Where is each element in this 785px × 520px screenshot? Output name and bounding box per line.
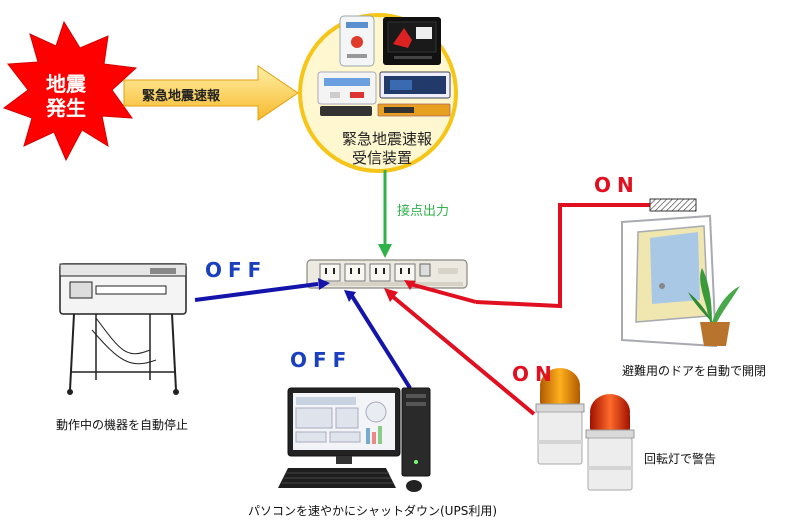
caption-pc: パソコンを速やかにシャットダウン(UPS利用) bbox=[248, 504, 498, 518]
connection-lines bbox=[194, 203, 650, 416]
contact-output-arrow bbox=[378, 170, 392, 258]
burst-line1: 地震 bbox=[46, 72, 86, 96]
plotter-printer-icon bbox=[59, 263, 187, 395]
caption-printer: 動作中の機器を自動停止 bbox=[56, 418, 189, 432]
alert-arrow bbox=[123, 65, 299, 121]
door-icon bbox=[621, 198, 718, 348]
contact-output-label: 接点出力 bbox=[397, 204, 450, 219]
alert-arrow-label: 緊急地震速報 bbox=[142, 89, 221, 104]
receiver-device-icon bbox=[298, 13, 458, 173]
rotating-lamp-icon bbox=[535, 368, 635, 491]
signal-pc-off: OFF bbox=[290, 348, 353, 372]
signal-door-on: ON bbox=[594, 173, 640, 197]
burst-line2: 発生 bbox=[46, 96, 86, 120]
plant-icon bbox=[688, 268, 740, 346]
explosion-burst-icon bbox=[2, 20, 138, 162]
receiver-label-line2: 受信装置 bbox=[352, 149, 413, 167]
caption-lamp: 回転灯で警告 bbox=[644, 452, 717, 466]
caption-door: 避難用のドアを自動で開閉 bbox=[622, 364, 767, 378]
desktop-pc-icon bbox=[278, 387, 431, 492]
signal-printer-off: OFF bbox=[205, 258, 268, 282]
signal-lamp-on: ON bbox=[512, 362, 558, 386]
receiver-label-line1: 緊急地震速報 bbox=[342, 130, 433, 148]
power-strip-icon bbox=[306, 259, 468, 289]
